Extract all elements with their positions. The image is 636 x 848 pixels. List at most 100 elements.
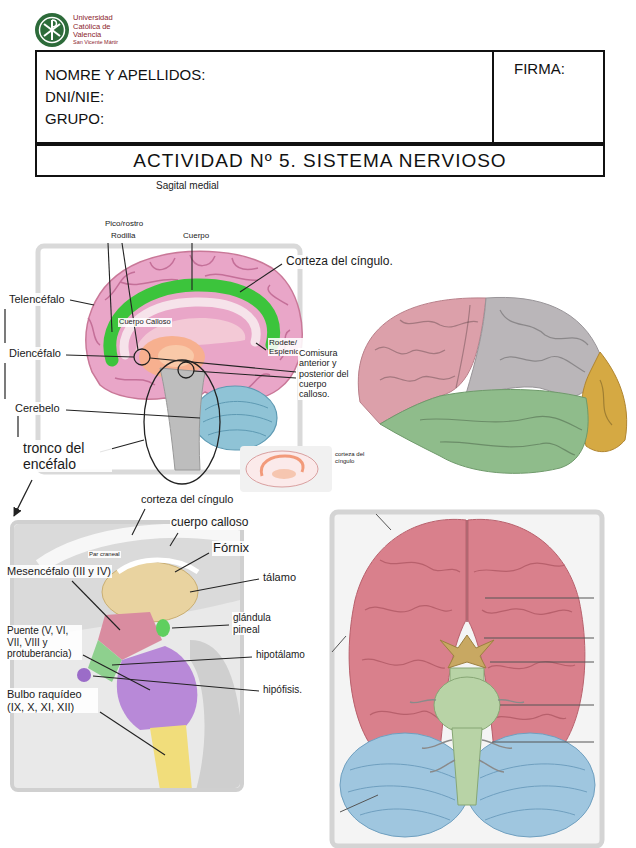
- inferior-brain: [480, 764, 585, 778]
- inferior-brain: [488, 661, 575, 668]
- leader-line: [240, 264, 282, 292]
- bracket-line: [4, 363, 5, 399]
- leader-line: [485, 598, 594, 599]
- inferior-brain: [474, 563, 565, 572]
- logo-text: San Vicente Mártir: [72, 39, 119, 45]
- inferior-brain: [360, 809, 450, 820]
- brainstem-closeup: [156, 619, 170, 637]
- inferior-brain: [422, 740, 452, 748]
- inferior-brain: [348, 786, 455, 800]
- leader-line: [332, 514, 594, 812]
- leader-line: [376, 514, 391, 530]
- leader-line: [175, 553, 209, 572]
- leader-line: [500, 705, 594, 706]
- inferior-brain: [490, 714, 566, 720]
- university-logo: [35, 13, 69, 47]
- medial-brain: [203, 401, 272, 436]
- part-label: Telencéfalo: [8, 293, 66, 306]
- leader-line: [66, 243, 296, 452]
- lateral-brain: [358, 297, 626, 473]
- image-caption: corteza del cíngulo: [334, 451, 374, 465]
- form-cell: FIRMA:: [492, 50, 605, 144]
- brainstem-closeup: [150, 725, 192, 788]
- inferior-brain: [434, 677, 500, 733]
- inset-brain: [246, 451, 318, 487]
- lateral-brain: [400, 320, 478, 327]
- part-label: glándula pineal: [232, 612, 284, 635]
- lateral-brain: [456, 305, 470, 388]
- part-label: cuerpo calloso: [170, 516, 249, 530]
- leader-line: [340, 795, 378, 812]
- inset-brain: [240, 446, 332, 492]
- part-label: Cuerpo Calloso: [118, 318, 172, 327]
- medial-brain: [193, 386, 277, 450]
- form-field-label: NOMRE Y APELLIDOS:: [45, 66, 205, 83]
- bracket-line: [5, 309, 18, 437]
- medial-brain: [190, 255, 215, 266]
- inset-brain: [272, 469, 296, 479]
- logo-text: Universidad Católica de Valencia: [72, 14, 122, 40]
- university-logo: [44, 24, 60, 36]
- inferior-brain: [482, 609, 572, 615]
- medial-brain: [86, 251, 302, 470]
- leader-line: [256, 343, 266, 350]
- brainstem-closeup: [190, 640, 240, 788]
- medial-brain: [203, 415, 272, 423]
- medial-brain: [115, 378, 155, 385]
- inferior-brain: [482, 740, 512, 748]
- title-text: ACTIVIDAD Nº 5. SISTEMA NERVIOSO: [133, 150, 506, 172]
- leader-line: [66, 355, 134, 357]
- inset-brain: [240, 446, 332, 492]
- lateral-brain: [600, 380, 612, 425]
- lateral-brain: [375, 305, 612, 455]
- form-cell: NOMRE Y APELLIDOS:DNI/NIE:GRUPO:: [35, 50, 494, 144]
- part-label: hipófisis.: [262, 684, 303, 696]
- leader-line: [72, 509, 259, 755]
- leader-line: [100, 712, 165, 755]
- leader-line: [190, 579, 259, 592]
- pointer-arrow: [14, 480, 32, 516]
- inferior-brain: [350, 764, 455, 778]
- lateral-brain: [380, 390, 588, 474]
- part-label: Corteza del cíngulo.: [285, 255, 394, 269]
- inferior-brain: [440, 635, 494, 668]
- part-label: Puente (V, VI, VII, VIII y protuberancia…: [6, 625, 82, 660]
- highlight-ring: [134, 349, 150, 365]
- title-box: ACTIVIDAD Nº 5. SISTEMA NERVIOSO: [35, 144, 605, 177]
- leader-line: [332, 636, 346, 652]
- part-label: Rodilla: [110, 231, 136, 240]
- part-label: Bulbo raquídeo (IX, X, XI, XII): [6, 688, 98, 713]
- inferior-brain: [380, 560, 460, 572]
- inferior-brain: [362, 659, 445, 668]
- form-field-label: FIRMA:: [514, 60, 565, 77]
- inferior-brain: [370, 711, 444, 722]
- leader-line: [72, 581, 120, 630]
- part-label: Diencéfalo: [8, 347, 62, 360]
- pointer-arrow: [14, 480, 32, 516]
- medial-brain: [88, 255, 290, 390]
- bracket-line: [4, 309, 5, 343]
- leader-line: [194, 371, 296, 378]
- highlight-ring: [178, 362, 194, 378]
- medial-brain: [268, 285, 288, 305]
- leader-line: [108, 243, 112, 332]
- leader-line: [70, 300, 94, 305]
- leader-line: [484, 638, 594, 639]
- bracket-line: [17, 416, 18, 437]
- inferior-brain: [340, 733, 470, 837]
- leader-line: [191, 243, 192, 290]
- inferior-brain: [340, 519, 595, 837]
- inferior-brain: [410, 700, 524, 772]
- inferior-brain: [485, 809, 575, 820]
- inferior-brain: [410, 700, 436, 703]
- inferior-brain: [498, 700, 524, 703]
- part-label: Cerebelo: [14, 402, 61, 415]
- form-field-label: DNI/NIE:: [45, 88, 104, 105]
- medial-brain: [158, 345, 194, 367]
- leader-line: [93, 676, 259, 691]
- medial-brain: [160, 368, 205, 470]
- part-label: Par craneal: [88, 551, 121, 558]
- part-label: Pico/rostro: [104, 219, 144, 228]
